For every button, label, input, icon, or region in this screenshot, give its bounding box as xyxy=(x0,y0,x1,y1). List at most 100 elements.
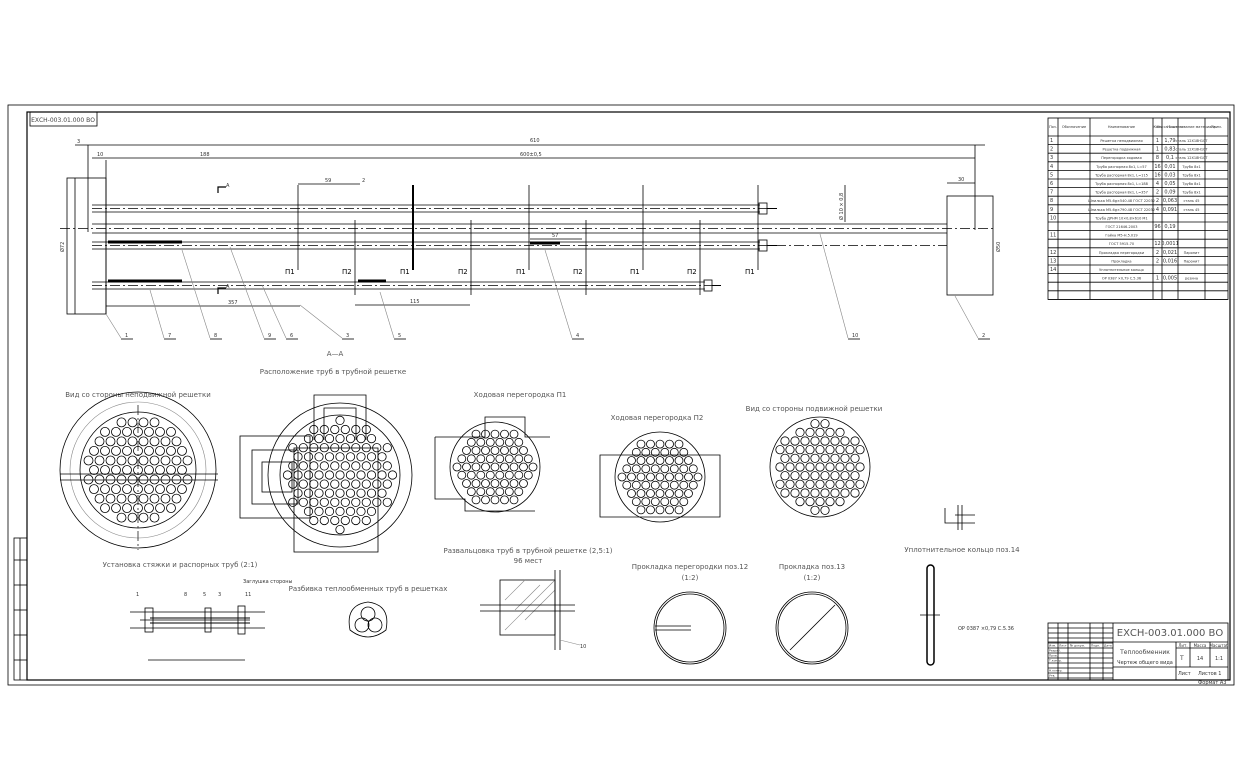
tube-hole xyxy=(622,464,632,474)
dim-overall-label: 610 xyxy=(530,138,540,144)
tube-hole xyxy=(646,456,655,465)
spec-cell: 5 xyxy=(1050,172,1053,178)
tube-hole xyxy=(835,427,845,437)
tube-hole xyxy=(94,474,105,485)
tube-hole xyxy=(149,417,160,428)
ring14-view: ОР 0387 ×0,79 С.5.36 xyxy=(920,564,1014,666)
baffle-label: П2 xyxy=(573,268,583,276)
tube-hole xyxy=(655,489,665,498)
tube-hole xyxy=(815,427,825,437)
tube-hole xyxy=(500,429,509,439)
tube-hole xyxy=(361,497,371,507)
tube-hole xyxy=(361,424,371,435)
baffle-label: П1 xyxy=(516,268,526,276)
spec-header: Наименование материала xyxy=(1167,125,1215,129)
tube-hole xyxy=(655,505,665,515)
tube-hole xyxy=(528,462,538,472)
sheets-label: Листов 1 xyxy=(1198,671,1221,677)
view-title-flaring: Развальцовка труб в трубной решетке (2,5… xyxy=(443,547,612,555)
tube-hole xyxy=(356,488,366,498)
spec-cell: 0,1 xyxy=(1166,155,1174,161)
tube-hole xyxy=(377,488,387,498)
tube-hole xyxy=(335,415,345,425)
tube-hole xyxy=(144,445,154,456)
spec-cell: сталь 12Х18Н10Т xyxy=(1175,148,1208,152)
tube-hole xyxy=(495,437,505,447)
tube-hole xyxy=(319,497,329,507)
tb-role: Пров. xyxy=(1049,654,1058,658)
spec-cell: Труба распорная 8х1, L=188 xyxy=(1094,182,1148,186)
tube-hole xyxy=(177,465,187,475)
tube-hole xyxy=(476,437,486,447)
tube-hole xyxy=(116,455,127,466)
view-title-rod-install: Установка стяжки и распорных труб (2:1) xyxy=(103,561,258,569)
flaring-detail: 10 xyxy=(480,570,586,650)
tube-hole xyxy=(149,493,160,504)
tube-hole xyxy=(485,470,495,480)
spec-cell: 16 xyxy=(1154,172,1160,178)
floating-sheet-view xyxy=(769,416,871,518)
tube-hole xyxy=(100,503,110,514)
spec-cell: Труба 8х1 xyxy=(1181,182,1200,186)
tube-hole xyxy=(293,470,303,480)
tube-hole xyxy=(149,455,160,466)
tube-hole xyxy=(780,488,790,498)
tube-hole xyxy=(636,489,646,498)
tube-hole xyxy=(177,445,187,456)
tube-hole xyxy=(509,446,519,455)
tb-col-label: Дата xyxy=(1104,644,1112,648)
spec-cell: Паронит xyxy=(1184,259,1200,263)
dim-bot2-label: 115 xyxy=(410,299,420,305)
tube-hole xyxy=(377,470,387,480)
fixed-sheet-view xyxy=(59,391,218,550)
tube-hole xyxy=(631,497,641,507)
tube-hole xyxy=(490,495,500,505)
tube-hole xyxy=(688,464,698,474)
spec-cell: Шпилька М5-6g×790.48 ГОСТ 22032 xyxy=(1088,208,1155,212)
tube-hole xyxy=(372,497,382,507)
tube-hole xyxy=(840,471,850,481)
tube-hole xyxy=(366,433,377,444)
tube-hole xyxy=(340,515,350,526)
tube-hole xyxy=(641,447,651,457)
position-label: 8 xyxy=(214,333,217,339)
tube-hole xyxy=(500,446,509,455)
tube-hole xyxy=(351,515,361,526)
tube-hole xyxy=(674,439,684,449)
tube-hole xyxy=(509,479,519,488)
baffle-label: П1 xyxy=(745,268,755,276)
spec-cell: 1 xyxy=(1156,138,1159,144)
baffle-p1-view xyxy=(434,416,550,513)
tube-hole xyxy=(319,515,329,526)
tube-hole xyxy=(133,484,143,495)
tube-hole xyxy=(138,455,149,466)
tube-hole xyxy=(660,480,670,490)
baffle-label: П2 xyxy=(342,268,352,276)
lit-value: Т xyxy=(1179,655,1184,662)
spec-header: Масса 1 шт. кг xyxy=(1156,125,1183,129)
tube-hole xyxy=(485,487,495,497)
spec-cell: 2 xyxy=(1156,250,1159,256)
spec-cell: ГОСТ 5915-70 xyxy=(1109,242,1134,246)
tube-hole xyxy=(105,493,116,504)
inner-frame xyxy=(26,111,1231,681)
tube-hole xyxy=(144,484,154,495)
tb-col-label: № докум. xyxy=(1070,644,1085,648)
tube-hole xyxy=(457,454,467,464)
dim-first-label: 188 xyxy=(200,152,210,158)
tube-hole xyxy=(160,455,171,466)
tube-hole xyxy=(519,479,528,488)
flaring-label: 10 xyxy=(580,644,586,650)
tube-hole xyxy=(693,472,703,482)
tube-hole xyxy=(324,452,335,462)
tube-hole xyxy=(309,461,319,471)
spec-cell: 1 xyxy=(1050,138,1053,144)
view-title-gasket12: Прокладка перегородки поз.12 xyxy=(632,563,748,571)
tube-hole xyxy=(840,453,850,463)
tube-hole xyxy=(133,465,143,475)
spec-cell: 0,091 xyxy=(1163,207,1177,213)
tube-hole xyxy=(810,488,820,498)
tube-hole xyxy=(366,488,377,498)
dim-stub-label: 57 xyxy=(552,233,558,239)
